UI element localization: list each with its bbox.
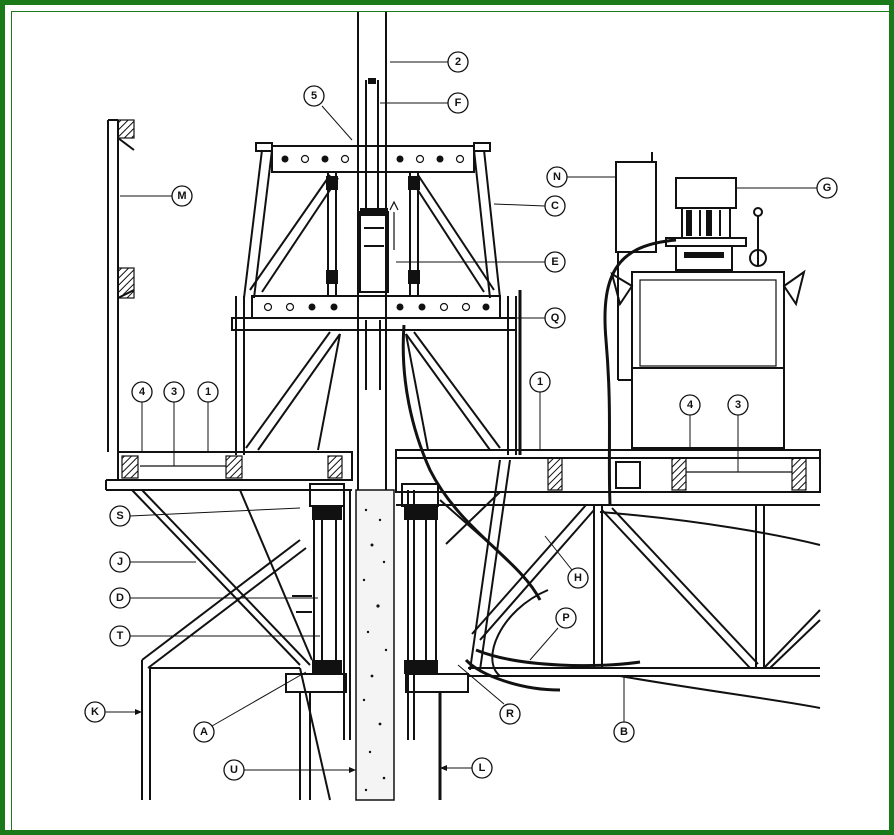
left-scaffold xyxy=(131,489,331,801)
right-truss xyxy=(439,459,821,709)
label-N: N xyxy=(553,171,561,183)
label-3-left: 3 xyxy=(171,386,177,398)
label-B: B xyxy=(620,726,628,738)
hose-jack xyxy=(401,324,542,601)
guard-rail xyxy=(107,119,135,452)
diagram-inner-border xyxy=(11,11,893,834)
label-5: 5 xyxy=(311,90,317,102)
label-T: T xyxy=(117,630,124,642)
label-H: H xyxy=(574,572,582,584)
top-beam-holes xyxy=(281,154,465,164)
label-D: D xyxy=(116,592,124,604)
label-P: P xyxy=(562,612,569,624)
working-deck xyxy=(105,449,821,506)
label-K: K xyxy=(91,706,99,718)
label-S: S xyxy=(116,510,123,522)
yoke-frame xyxy=(231,142,522,455)
label-J: J xyxy=(117,556,123,568)
jack-rod xyxy=(357,12,387,490)
label-L: L xyxy=(479,762,486,774)
label-1-right: 1 xyxy=(537,376,543,388)
hydraulic-jack xyxy=(359,200,399,390)
formwork xyxy=(285,483,469,800)
label-G: G xyxy=(823,182,832,194)
label-C: C xyxy=(551,200,559,212)
label-A: A xyxy=(200,726,208,738)
pump-unit xyxy=(610,152,806,449)
label-2: 2 xyxy=(455,56,461,68)
label-4-right: 4 xyxy=(687,399,694,411)
label-Q: Q xyxy=(551,312,560,324)
callouts: 2 5 F M N G C E Q 4 xyxy=(84,51,838,781)
label-4-left: 4 xyxy=(139,386,146,398)
label-E: E xyxy=(551,256,558,268)
label-3-right: 3 xyxy=(735,399,741,411)
label-R: R xyxy=(506,708,514,720)
concrete-wall xyxy=(355,489,395,801)
label-1-left: 1 xyxy=(205,386,211,398)
label-U: U xyxy=(230,764,238,776)
mid-beam-holes xyxy=(263,302,490,312)
label-F: F xyxy=(455,97,462,109)
label-M: M xyxy=(177,190,186,202)
